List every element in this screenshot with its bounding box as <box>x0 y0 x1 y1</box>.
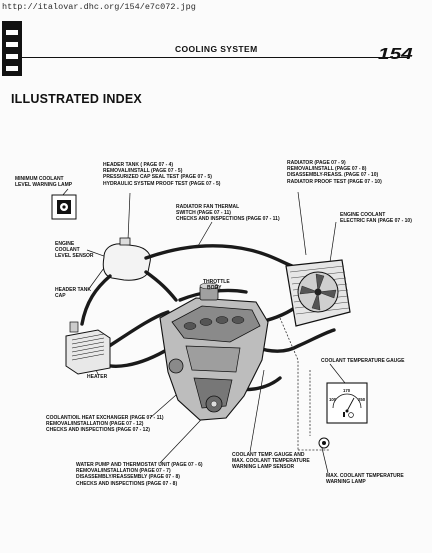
label-temp-sensor: COOLANT TEMP. GAUGE AND MAX. COOLANT TEM… <box>232 452 310 471</box>
label-fan-switch: RADIATOR FAN THERMAL SWITCH (page 07 - 1… <box>176 204 280 223</box>
label-min-coolant-lamp: MINIMUM COOLANT LEVEL WARNING LAMP <box>15 176 72 188</box>
label-header-tank-cap: HEADER TANK CAP <box>55 287 91 299</box>
radiator-icon <box>286 260 350 326</box>
gauge-low-label: 100 <box>329 397 337 402</box>
wiring-dashed <box>280 318 330 450</box>
gauge-high-label: 250 <box>358 397 366 402</box>
label-level-sensor: ENGINE COOLANT LEVEL SENSOR <box>55 241 94 260</box>
label-electric-fan: ENGINE COOLANT ELECTRIC FAN (page 07 - 1… <box>340 212 412 224</box>
header-tank-icon <box>103 238 150 280</box>
label-radiator: RADIATOR (page 07 - 9) REMOVAL/INSTALL (… <box>287 160 382 185</box>
label-max-temp-lamp: MAX. COOLANT TEMPERATURE WARNING LAMP <box>326 473 404 485</box>
warning-lamp-icon <box>52 195 76 219</box>
heater-icon <box>66 322 110 374</box>
label-heat-exchanger: COOLANT/OIL HEAT EXCHANGER (page 07 - 11… <box>46 415 164 434</box>
label-temp-gauge: COOLANT TEMPERATURE GAUGE <box>321 358 405 364</box>
label-header-tank: HEADER TANK ( page 07 - 4) REMOVAL/INSTA… <box>103 162 220 187</box>
engine-block-icon <box>160 283 268 420</box>
gauge-mid-label: 170 <box>343 388 351 393</box>
label-water-pump: WATER PUMP AND THERMOSTAT UNIT (page 07 … <box>76 462 203 487</box>
label-heater: HEATER <box>87 374 107 380</box>
label-throttle-body: THROTTLE BODY <box>203 279 230 291</box>
max-temp-lamp-icon <box>319 438 329 448</box>
